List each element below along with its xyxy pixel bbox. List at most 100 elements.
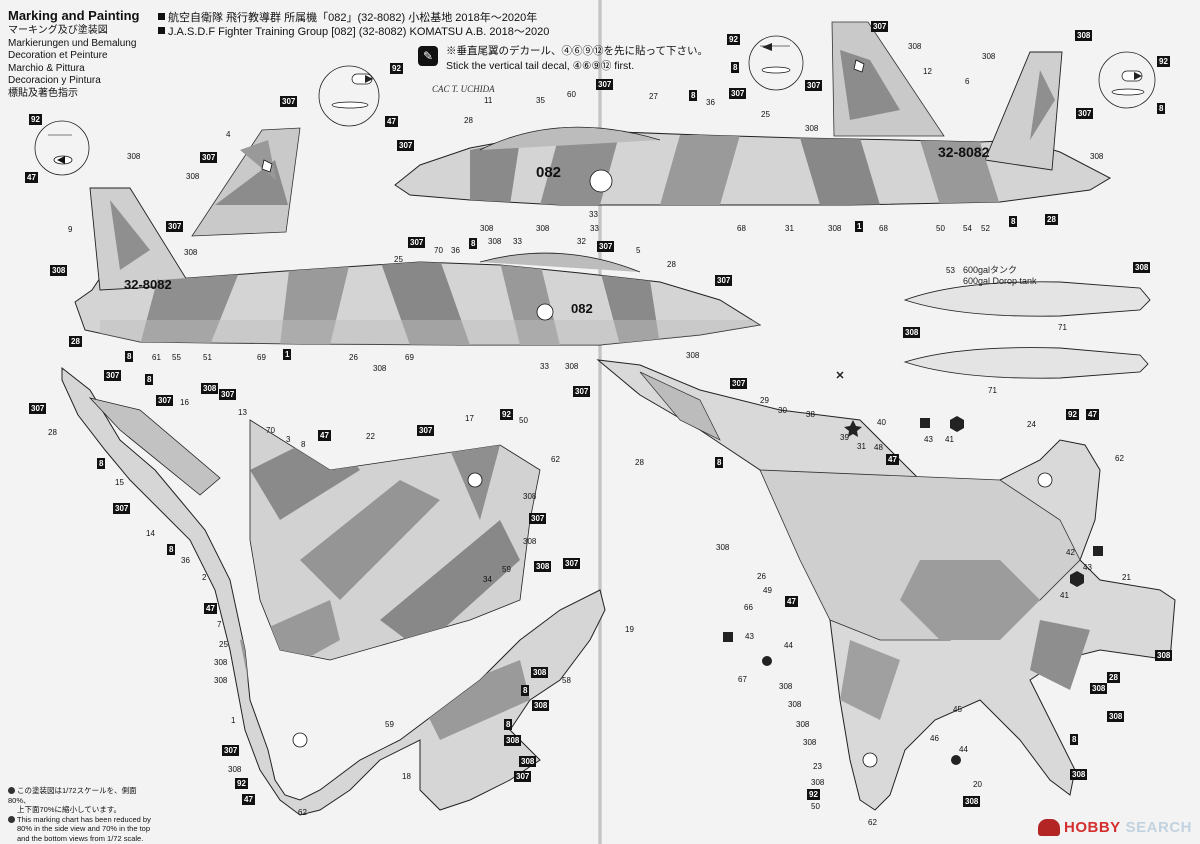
callout-308: 308 — [982, 52, 996, 61]
callout-62: 62 — [1115, 454, 1124, 463]
callout-47: 47 — [385, 116, 398, 127]
scale-jp1: この塗装図は1/72スケールを、側面80%、 — [8, 786, 137, 805]
callout-15: 15 — [115, 478, 124, 487]
callout-24: 24 — [1027, 420, 1036, 429]
callout-308: 308 — [214, 658, 228, 667]
callout-308: 308 — [1133, 262, 1151, 273]
callout-34: 34 — [483, 575, 492, 584]
callout-28: 28 — [69, 336, 82, 347]
callout-47: 47 — [318, 430, 331, 441]
callout-308: 308 — [686, 351, 700, 360]
callout-308: 308 — [536, 224, 550, 233]
right-side-profile: 082 32-8082 CAC T. UCHIDA — [394, 51, 1112, 206]
callout-19: 19 — [625, 625, 634, 634]
callout-25: 25 — [219, 640, 228, 649]
callout-308: 308 — [184, 248, 198, 257]
callout-44: 44 — [959, 745, 968, 754]
callout-28: 28 — [667, 260, 676, 269]
callout-26: 26 — [757, 572, 766, 581]
scale-en3: and the bottom views from 1/72 scale. — [17, 833, 144, 843]
callout-307: 307 — [573, 386, 591, 397]
callout-33: 33 — [589, 210, 598, 219]
callout-28: 28 — [1045, 214, 1058, 225]
callout-47: 47 — [886, 454, 899, 465]
callout-92: 92 — [500, 409, 513, 420]
callout-308: 308 — [903, 327, 921, 338]
callout-23: 23 — [813, 762, 822, 771]
callout-6: 6 — [965, 77, 970, 86]
callout-307: 307 — [222, 745, 240, 756]
right-tail-view — [831, 21, 945, 137]
title-lang-5: 標貼及著色指示 — [8, 87, 78, 99]
callout-308: 308 — [779, 682, 793, 691]
scale-en1: This marking chart has been reduced by — [17, 814, 151, 824]
callout-92: 92 — [727, 34, 740, 45]
callout-8: 8 — [689, 90, 698, 101]
callout-35: 35 — [536, 96, 545, 105]
callout-8: 8 — [469, 238, 478, 249]
callout-307: 307 — [417, 425, 435, 436]
callout-71: 71 — [1058, 323, 1067, 332]
callout-307: 307 — [514, 771, 532, 782]
header-jp: 航空自衛隊 飛行教導群 所属機「082」(32-8082) 小松基地 2018年… — [168, 12, 538, 24]
callout-8: 8 — [1157, 103, 1166, 114]
callout-308: 308 — [963, 796, 981, 807]
note-jp: ※垂直尾翼のデカール、④⑥⑨⑫を先に貼って下さい。 — [446, 45, 708, 57]
callout-43: 43 — [924, 435, 933, 444]
callout-8: 8 — [715, 457, 724, 468]
callout-308: 308 — [1155, 650, 1173, 661]
callout-50: 50 — [811, 802, 820, 811]
callout-71: 71 — [988, 386, 997, 395]
callout-22: 22 — [366, 432, 375, 441]
hobby-search-logo-icon — [1037, 819, 1060, 836]
callout-62: 62 — [298, 808, 307, 817]
callout-54: 54 — [963, 224, 972, 233]
callout-48: 48 — [874, 443, 883, 452]
callout-51: 51 — [203, 353, 212, 362]
callout-308: 308 — [186, 172, 200, 181]
callout-46: 46 — [930, 734, 939, 743]
callout-29: 29 — [760, 396, 769, 405]
callout-308: 308 — [532, 700, 550, 711]
callout-30: 30 — [778, 406, 787, 415]
callout-47: 47 — [785, 596, 798, 607]
callout-69: 69 — [405, 353, 414, 362]
callout-68: 68 — [737, 224, 746, 233]
callout-307: 307 — [529, 513, 547, 524]
callout-308: 308 — [228, 765, 242, 774]
callout-308: 308 — [214, 676, 228, 685]
callout-307: 307 — [113, 503, 131, 514]
callout-36: 36 — [706, 98, 715, 107]
callout-308: 308 — [519, 756, 537, 767]
callout-25: 25 — [761, 110, 770, 119]
callout-307: 307 — [29, 403, 47, 414]
callout-59: 59 — [385, 720, 394, 729]
callout-307: 307 — [871, 21, 889, 32]
callout-308: 308 — [811, 778, 825, 787]
callout-47: 47 — [204, 603, 217, 614]
scale-jp2: 上下面70%に縮小しています。 — [17, 805, 122, 814]
right-nose-number: 082 — [536, 164, 561, 181]
callout-4: 4 — [226, 130, 231, 139]
callout-58: 58 — [562, 676, 571, 685]
callout-31: 31 — [857, 442, 866, 451]
callout-307: 307 — [104, 370, 122, 381]
callout-307: 307 — [166, 221, 184, 232]
callout-307: 307 — [156, 395, 174, 406]
callout-308: 308 — [531, 667, 549, 678]
callout-17: 17 — [465, 414, 474, 423]
callout-307: 307 — [219, 389, 237, 400]
callout-40: 40 — [877, 418, 886, 427]
pilot-name: CAC T. UCHIDA — [432, 84, 495, 94]
drop-tank-top — [903, 347, 1149, 379]
callout-308: 308 — [1107, 711, 1125, 722]
aircraft-header: 航空自衛隊 飛行教導群 所属機「082」(32-8082) 小松基地 2018年… — [158, 11, 549, 39]
callout-307: 307 — [715, 275, 733, 286]
callout-308: 308 — [803, 738, 817, 747]
callout-308: 308 — [828, 224, 842, 233]
callout-1: 1 — [231, 716, 236, 725]
callout-307: 307 — [597, 241, 615, 252]
callout-307: 307 — [280, 96, 298, 107]
title-lang-1: Markierungen und Bemalung — [8, 37, 137, 49]
